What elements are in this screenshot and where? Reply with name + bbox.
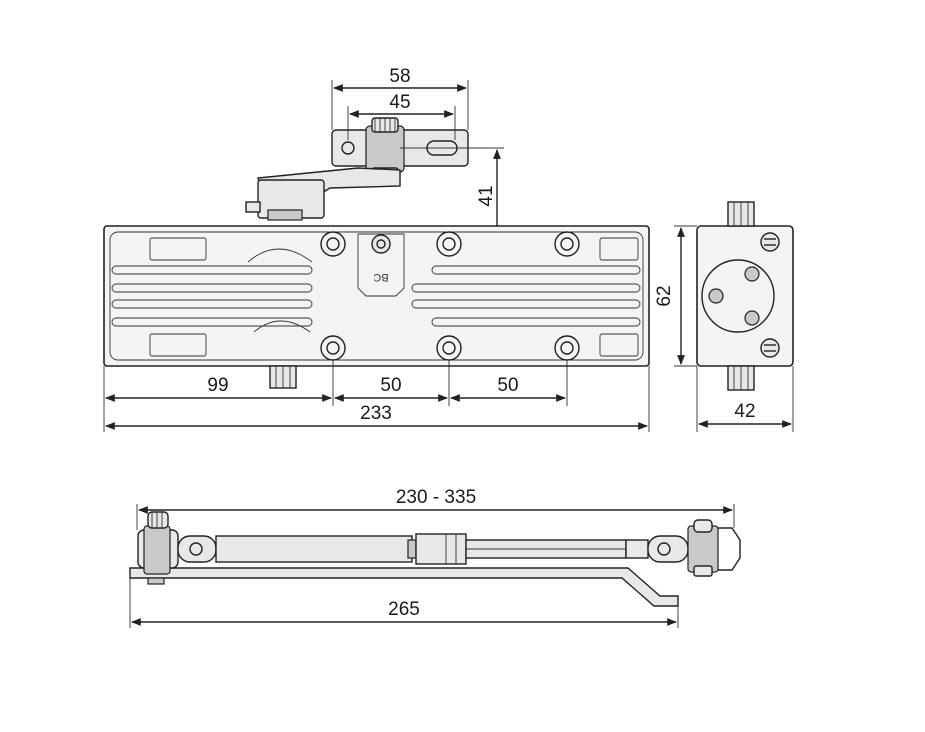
dim-label-50b: 50 — [497, 375, 518, 396]
dim-arm-range: 230 - 335 — [136, 487, 735, 530]
dim-label-45: 45 — [389, 92, 410, 113]
arm-assembly — [129, 511, 741, 607]
mounting-holes-top — [320, 231, 580, 257]
dim-label-230-335: 230 - 335 — [396, 487, 476, 508]
dim-hole-pitch-2: 50 — [450, 360, 568, 406]
dim-label-233: 233 — [360, 403, 392, 424]
arm-link-top — [245, 167, 401, 221]
dim-label-99: 99 — [207, 375, 228, 396]
dim-label-42: 42 — [734, 401, 755, 422]
dim-body-height: 62 — [654, 225, 697, 367]
dim-hole-pitch-1: 50 — [334, 360, 450, 406]
dim-label-265: 265 — [388, 599, 420, 620]
dim-label-50a: 50 — [380, 375, 401, 396]
dim-bracket-holes: 45 — [347, 92, 456, 140]
closer-side-view — [696, 201, 794, 391]
dim-body-depth: 42 — [696, 366, 794, 432]
dim-body-length: 233 — [105, 366, 650, 432]
dim-label-62: 62 — [654, 285, 675, 306]
dim-arm-length: 265 — [129, 578, 679, 628]
body-marking: BC — [373, 271, 388, 283]
dim-hole-offset-left: 99 — [103, 360, 334, 432]
dim-bracket-outer: 58 — [331, 66, 469, 130]
dim-label-58: 58 — [389, 66, 410, 87]
dim-label-41: 41 — [476, 185, 497, 206]
